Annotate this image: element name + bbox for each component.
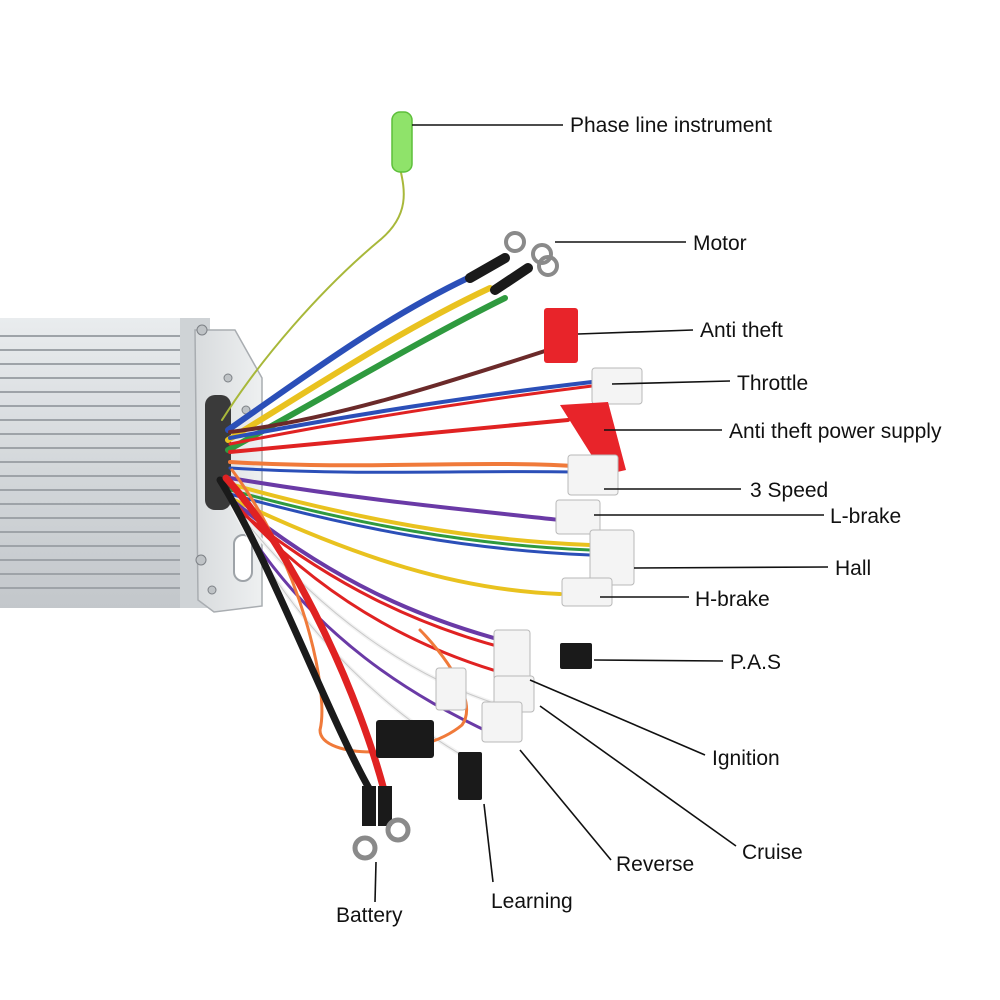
hall-wire-blue: [228, 492, 592, 557]
label-pas: P.A.S: [730, 651, 781, 674]
reverse-wire: [230, 504, 497, 737]
three-speed-connector: [567, 454, 619, 496]
screw: [223, 373, 233, 383]
h-brake-wire: [228, 496, 562, 596]
wire-bundle: [216, 167, 594, 794]
reverse-connector: [481, 701, 523, 743]
label-reverse: Reverse: [616, 853, 695, 876]
hall-wire-yellow: [228, 482, 592, 547]
screw: [207, 585, 217, 595]
three-speed-wire-2: [228, 466, 576, 474]
motor-sleeve: [465, 253, 510, 283]
hall-connector: [589, 529, 635, 586]
phase-instrument-connector: [391, 111, 413, 173]
label-l-brake: L-brake: [830, 505, 902, 528]
l-brake-connector: [555, 499, 601, 535]
learning-wire-outline: [231, 505, 471, 761]
black-connector: [376, 720, 434, 758]
throttle-wire: [228, 380, 594, 440]
motor-wire-yellow: [225, 285, 493, 443]
battery-terminals: [352, 786, 411, 861]
battery-wire-black: [216, 476, 374, 794]
anti-theft-wire: [228, 348, 550, 434]
l-brake-wire: [228, 476, 562, 522]
misc-white-connector: [435, 667, 467, 711]
motor-sleeve: [490, 263, 533, 295]
label-throttle: Throttle: [737, 372, 809, 395]
h-brake-connector: [561, 577, 613, 607]
phase-instrument-wire: [221, 167, 405, 421]
label-motor: Motor: [693, 232, 747, 255]
label-cruise: Cruise: [742, 841, 803, 864]
cooling-fins: [0, 335, 190, 589]
label-anti-theft: Anti theft: [700, 319, 783, 342]
battery-wire-red: [222, 474, 388, 794]
label-three-speed: 3 Speed: [750, 479, 829, 502]
cruise-wire-outline: [231, 503, 501, 706]
hall-wire-green: [228, 488, 592, 552]
pas-connector: [560, 643, 592, 669]
leader-lines: [374, 124, 829, 903]
label-battery: Battery: [336, 904, 403, 927]
label-learning: Learning: [491, 890, 573, 913]
motor-terminals: [504, 231, 559, 277]
throttle-wire-red: [228, 384, 594, 446]
label-h-brake: H-brake: [695, 588, 770, 611]
screw: [196, 324, 208, 336]
learning-wire: [230, 504, 472, 762]
label-anti-theft-power-supply: Anti theft power supply: [729, 420, 942, 443]
anti-theft-connector: [544, 308, 578, 363]
three-speed-wire: [228, 460, 576, 468]
anti-theft-power-wire: [228, 418, 570, 454]
mounting-slot: [233, 534, 253, 582]
learning-connector: [458, 752, 482, 800]
pas-wire: [230, 498, 522, 647]
label-ignition: Ignition: [712, 747, 780, 770]
controller-housing: [0, 318, 263, 613]
throttle-connector: [591, 367, 643, 405]
label-phase-line-instrument: Phase line instrument: [570, 114, 772, 137]
ignition-connector: [493, 629, 531, 681]
motor-wire-blue: [225, 275, 471, 433]
screw: [195, 554, 207, 566]
label-hall: Hall: [835, 557, 872, 580]
